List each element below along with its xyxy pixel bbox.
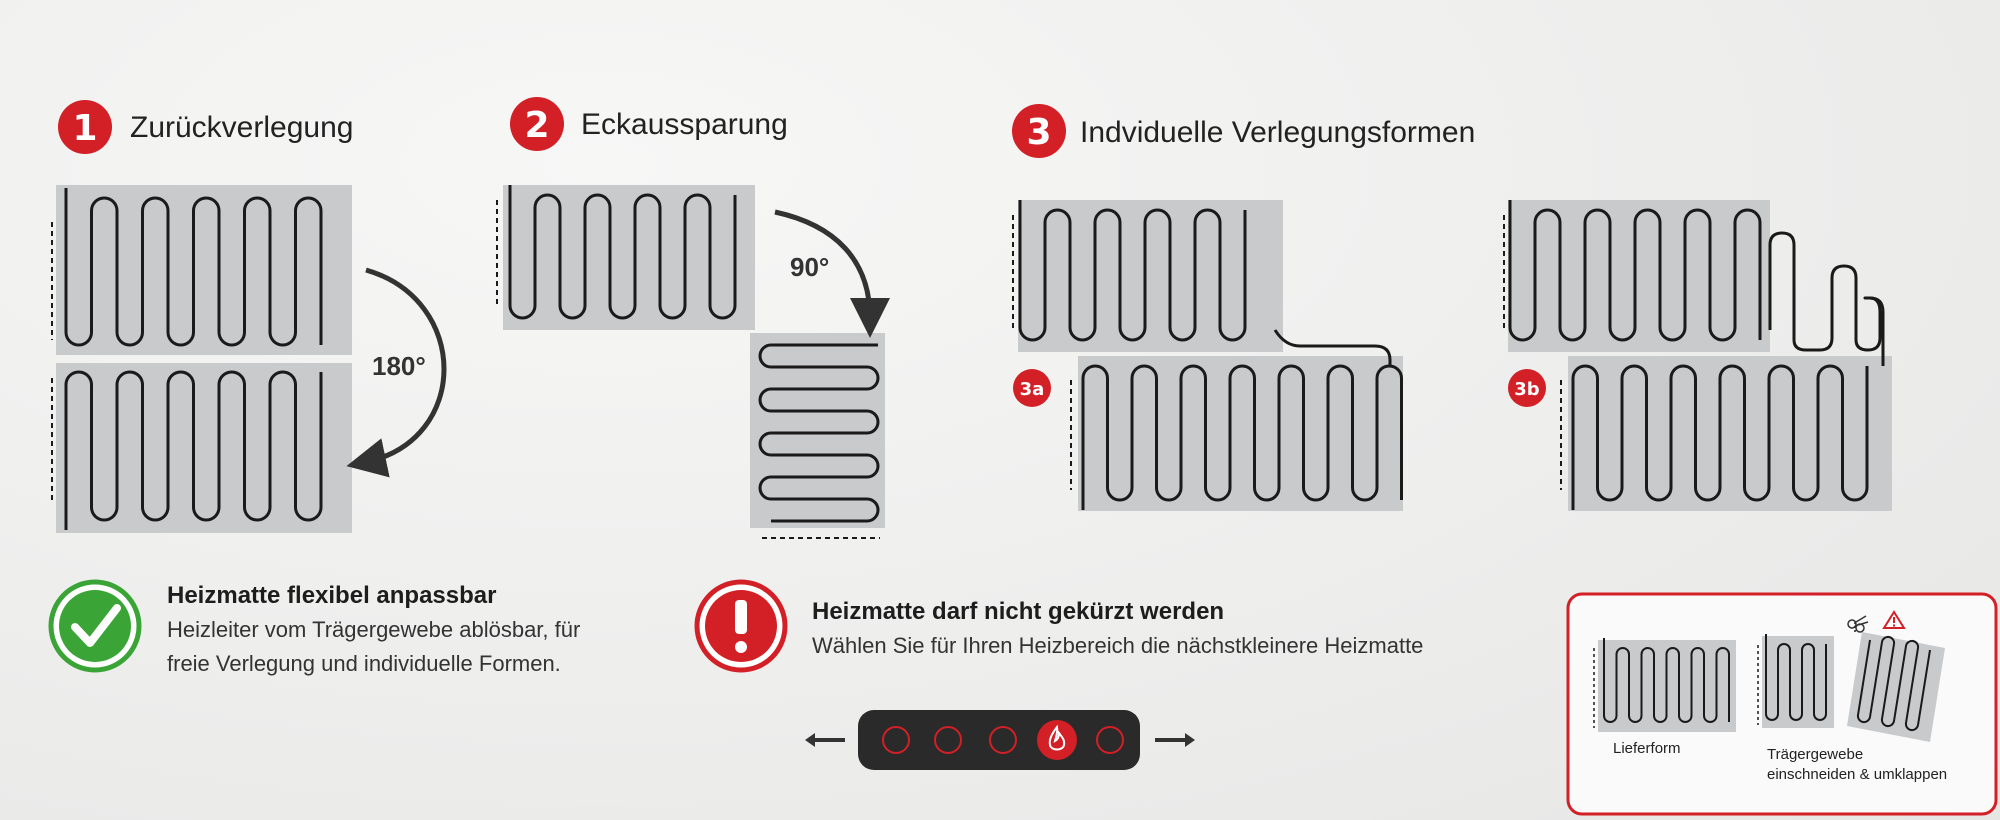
svg-text:3a: 3a [1020,379,1045,400]
mat-3b [1503,200,1892,511]
ok-line-2: freie Verlegung und individuelle Formen. [167,651,561,676]
section-1-heading: 1 Zurückverlegung [58,100,353,154]
arrow-right-icon [1155,733,1195,747]
number-3: 3 [1026,112,1051,153]
number-badge-1 [58,100,112,154]
mat-1-top [51,185,352,355]
section-3-title: Indviduelle Verlegungsformen [1080,116,1475,149]
variant-badge-3b: 3b [1508,369,1546,407]
inset-label-cut-1: Trägergewebe [1767,746,1864,763]
section-2-title: Eckaussparung [581,108,788,141]
exclamation-circle-icon [694,579,788,673]
warning-triangle-icon [1882,610,1906,629]
check-circle-icon [48,579,142,673]
inset-mat-delivery [1593,638,1736,732]
variant-badge-3a: 3a [1013,369,1051,407]
mat-2-top [496,185,755,330]
mat-2-side [750,333,885,539]
angle-label-90: 90° [790,252,829,282]
control-strip [858,710,1140,770]
number-badge-3 [1012,104,1066,158]
mat-3a [1012,200,1403,511]
section-1-title: Zurückverlegung [130,111,353,144]
inset-label-cut-2: einschneiden & umklappen [1767,766,1948,783]
number-2: 2 [524,105,549,146]
inset-mat-folded [1757,622,1945,742]
rotation-arrow-90 [774,209,890,338]
ok-line-1: Heizleiter vom Trägergewebe ablösbar, fü… [167,617,581,642]
svg-text:3b: 3b [1514,379,1540,400]
arrow-left-icon [805,733,845,747]
mat-1-bottom [51,363,352,533]
warn-line-1: Wählen Sie für Ihren Heizbereich die näc… [812,633,1424,658]
angle-label-180: 180° [372,351,426,381]
rotation-arrow-180 [346,267,447,478]
number-1: 1 [72,108,97,149]
scissors-icon [1847,615,1869,633]
inset-label-delivery: Lieferform [1613,740,1681,757]
flame-icon [1037,720,1077,760]
inset-box [1566,592,1998,816]
section-3-heading: 3 Indviduelle Verlegungsformen [1012,104,1475,158]
ok-title: Heizmatte flexibel anpassbar [167,582,497,609]
number-badge-2 [510,97,564,151]
section-2-heading: 2 Eckaussparung [510,97,788,151]
warn-title: Heizmatte darf nicht gekürzt werden [812,598,1225,625]
